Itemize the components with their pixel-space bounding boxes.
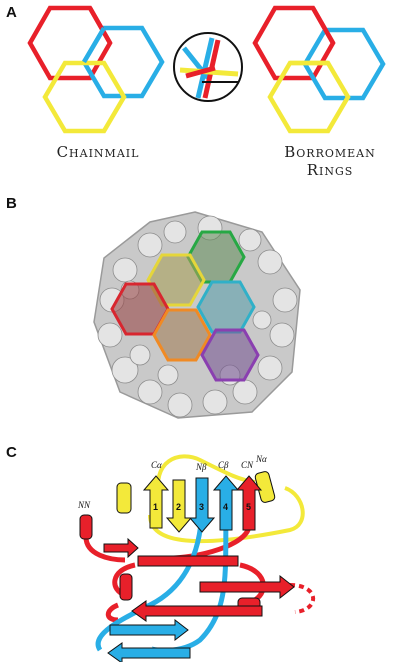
chainmail-hexagons <box>27 5 165 134</box>
topology-diagram: 1 2 3 4 5 Cα Nβ Cβ CN Nα NN <box>77 454 316 662</box>
panel-label-c: C <box>6 444 17 461</box>
hexamer-orange <box>152 308 212 362</box>
strand-number-3: 3 <box>199 502 204 512</box>
capsid-hexamer-outlines <box>110 230 260 382</box>
terminus-n-n: NN <box>77 500 91 510</box>
strand-1 <box>142 475 170 529</box>
capsid-texture <box>97 215 298 418</box>
terminus-c-alpha: Cα <box>151 460 162 470</box>
borromean-caption-line2: Rings <box>306 161 354 179</box>
strand-3 <box>188 477 216 533</box>
borromean-caption-line1: Borromean <box>284 143 376 161</box>
terminus-c-n: CN <box>241 460 254 470</box>
helix-red-nterm <box>79 514 93 540</box>
panel-label-a: A <box>6 4 17 21</box>
strand-number-1: 1 <box>153 502 158 512</box>
helix-red-mid <box>119 573 133 601</box>
strand-number-2: 2 <box>176 502 181 512</box>
strand-red-a <box>103 537 139 559</box>
panel-label-b: B <box>6 195 17 212</box>
hexamer-olive <box>146 253 206 307</box>
strand-cyan-b <box>107 642 191 662</box>
strand-red-c <box>199 574 295 600</box>
borromean-hexagons <box>252 5 386 134</box>
strand-number-5: 5 <box>246 502 251 512</box>
strand-cyan-a <box>109 618 189 642</box>
strand-5 <box>235 475 263 531</box>
zoom-circle <box>173 32 243 102</box>
strand-red-b <box>137 555 239 567</box>
strand-2 <box>165 479 193 533</box>
terminus-n-beta: Nβ <box>195 462 207 472</box>
chainmail-red-hexagon <box>27 5 113 81</box>
terminus-n-alpha: Nα <box>255 454 267 464</box>
hexamer-purple <box>200 328 260 382</box>
terminus-c-beta: Cβ <box>218 460 229 470</box>
strand-number-4: 4 <box>223 502 228 512</box>
helix-yellow-left <box>116 482 132 514</box>
strand-4 <box>212 475 240 531</box>
zoom-inset <box>173 32 243 102</box>
strand-red-d <box>131 600 263 622</box>
chainmail-yellow-hexagon <box>42 60 127 134</box>
hexamer-teal <box>196 280 256 334</box>
chainmail-caption: Chainmail <box>56 143 140 161</box>
